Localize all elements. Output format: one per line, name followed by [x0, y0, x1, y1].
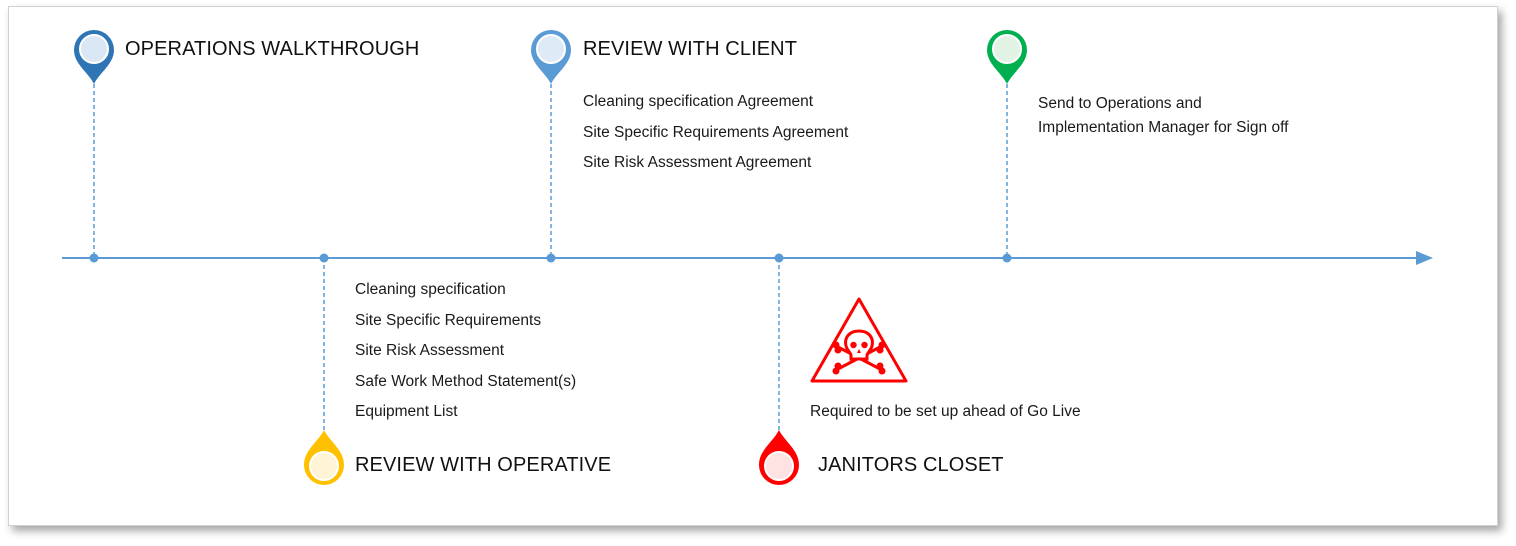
- timeline-dot-sign-off: [1002, 253, 1012, 263]
- timeline-dot-review-with-operative: [319, 253, 329, 263]
- list-item: Site Specific Requirements Agreement: [583, 123, 849, 141]
- list-item: Site Specific Requirements: [355, 311, 542, 329]
- operations-walkthrough-title: OPERATIONS WALKTHROUGH: [125, 38, 420, 60]
- timeline-dot-janitors-closet: [774, 253, 784, 263]
- list-item: Equipment List: [355, 403, 458, 420]
- list-item: Site Risk Assessment: [355, 342, 505, 359]
- skull-warning-icon: [810, 297, 908, 383]
- map-pin-green-icon: [987, 30, 1027, 84]
- list-item: Cleaning specification Agreement: [583, 93, 814, 110]
- timeline-dot-review-with-client: [546, 253, 556, 263]
- review-with-client-list: Cleaning specification Agreement Site Sp…: [583, 87, 848, 179]
- timeline-arrowhead: [1416, 251, 1433, 265]
- janitors-closet-title: JANITORS CLOSET: [818, 454, 1004, 476]
- list-item: Cleaning specification: [355, 281, 506, 298]
- sign-off-line-2: Implementation Manager for Sign off: [1038, 119, 1289, 136]
- map-pin-blue-icon: [74, 30, 114, 84]
- diagram-frame: [8, 6, 1498, 526]
- map-pin-yellow-icon: [304, 430, 344, 485]
- janitors-closet-note: Required to be set up ahead of Go Live: [810, 403, 1081, 420]
- review-with-operative-list: Cleaning specification Site Specific Req…: [355, 275, 576, 428]
- timeline-dot-operations-walkthrough: [89, 253, 99, 263]
- sign-off-note: Send to Operations and Implementation Ma…: [1038, 92, 1288, 140]
- review-with-operative-title: REVIEW WITH OPERATIVE: [355, 454, 612, 476]
- sign-off-line-1: Send to Operations and: [1038, 95, 1202, 112]
- list-item: Site Risk Assessment Agreement: [583, 154, 812, 171]
- list-item: Safe Work Method Statement(s): [355, 372, 577, 390]
- review-with-client-title: REVIEW WITH CLIENT: [583, 38, 798, 60]
- map-pin-lightblue-icon: [531, 30, 571, 84]
- map-pin-red-icon: [759, 430, 799, 485]
